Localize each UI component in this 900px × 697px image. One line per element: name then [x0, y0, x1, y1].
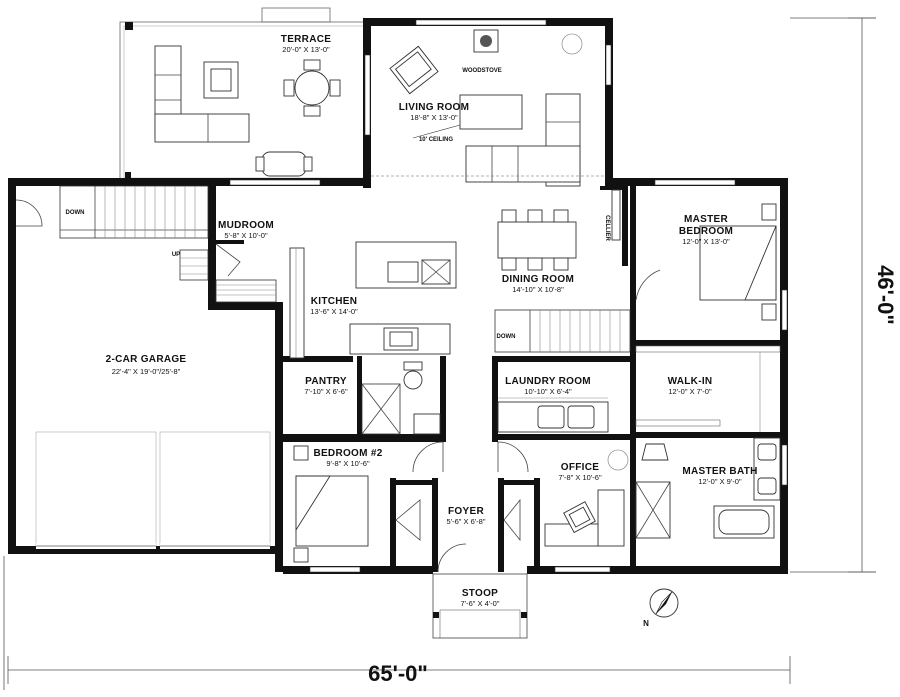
overall-width-dimension: 65'-0" [368, 661, 428, 686]
master-bedroom-name-line1: MASTER [684, 214, 728, 225]
compass-north-label: N [643, 619, 649, 628]
pantry [361, 361, 441, 435]
bedroom2-dim: 9'-8" X 10'-6" [326, 459, 370, 468]
cellier-label: CELLIER [604, 215, 610, 241]
walkin-dim: 12'-0" X 7'-0" [668, 387, 712, 396]
woodstove-label: WOODSTOVE [462, 68, 502, 74]
living-name: LIVING ROOM [399, 102, 470, 113]
dining-table [497, 221, 577, 259]
foyer-name: FOYER [448, 506, 484, 517]
kitchen-dim: 13'-6" X 14'-0" [310, 307, 358, 316]
laundry-name: LAUNDRY ROOM [505, 376, 591, 387]
garage-stairs-down-label: DOWN [66, 210, 85, 216]
dining-name: DINING ROOM [502, 274, 574, 285]
garage-name: 2-CAR GARAGE [106, 354, 187, 365]
windows [229, 19, 788, 573]
dimension-lines [3, 17, 876, 690]
compass-icon [649, 588, 679, 618]
kitchen-name: KITCHEN [311, 296, 358, 307]
overall-depth-dimension: 46'-0" [873, 265, 898, 325]
office-dim: 7'-8" X 10'-6" [558, 473, 602, 482]
garage-dim: 22'-4" X 19'-0"/25'-8" [112, 367, 181, 376]
foyer [395, 441, 529, 573]
stoop [432, 573, 528, 639]
mudroom [215, 243, 277, 303]
terrace-dim: 20'-0" X 13'-0" [282, 45, 330, 54]
dining-dim: 14'-10" X 10'-8" [512, 285, 564, 294]
ceiling-label: 10' CEILING [419, 137, 453, 143]
garage [15, 185, 271, 549]
foyer-dim: 5'-6" X 6'-8" [446, 517, 485, 526]
interior-walls [208, 178, 780, 572]
terrace-round-table [294, 70, 330, 106]
living-coffee-table [459, 94, 523, 130]
master-bedroom-name-line2: BEDROOM [679, 226, 733, 237]
master-bath-dim: 12'-0" X 9'-0" [698, 477, 742, 486]
mudroom-name: MUDROOM [218, 220, 274, 231]
garage-up-label: UP [172, 252, 180, 258]
bedroom2-name: BEDROOM #2 [313, 448, 382, 459]
pantry-dim: 7'-10" X 6'-6" [304, 387, 348, 396]
office-name: OFFICE [561, 462, 599, 473]
pantry-name: PANTRY [305, 376, 347, 387]
mudroom-dim: 5'-8" X 10'-0" [224, 231, 268, 240]
laundry-dim: 10'-10" X 6'-4" [524, 387, 572, 396]
walk-in [635, 345, 781, 432]
stoop-name: STOOP [462, 588, 498, 599]
terrace-name: TERRACE [281, 34, 331, 45]
dining-stairs-down-label: DOWN [497, 334, 516, 340]
dining-room [494, 189, 631, 353]
master-bath-name: MASTER BATH [682, 466, 757, 477]
office [544, 449, 629, 547]
master-bedroom-dim: 12'-0" X 13'-0" [682, 237, 730, 246]
living-room [371, 29, 605, 187]
master-bath [635, 437, 781, 539]
walkin-name: WALK-IN [668, 376, 713, 387]
terrace-area [119, 7, 371, 183]
stoop-dim: 7'-6" X 4'-0" [460, 599, 499, 608]
kitchen [289, 241, 457, 359]
master-bedroom [635, 203, 777, 321]
living-dim: 18'-8" X 13'-0" [410, 113, 458, 122]
room-labels: TERRACE 20'-0" X 13'-0" WOODSTOVE LIVING… [66, 34, 899, 686]
garage-stairs [59, 185, 209, 239]
bedroom-2 [293, 441, 444, 563]
laundry-room [497, 397, 609, 433]
